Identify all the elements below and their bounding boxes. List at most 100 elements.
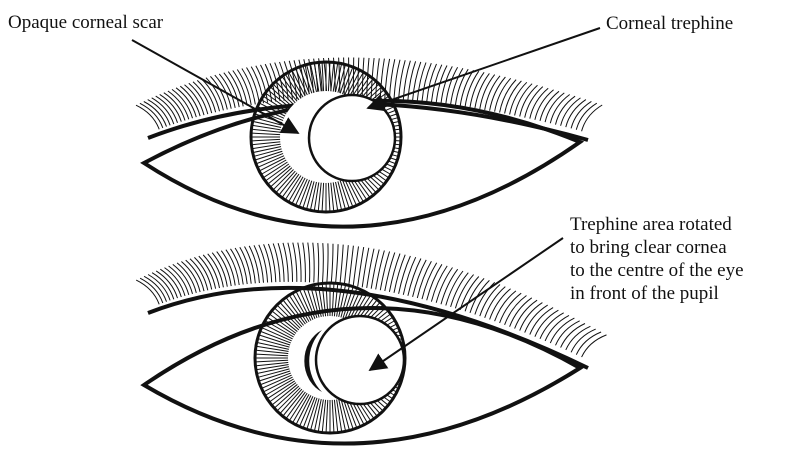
eyelash xyxy=(293,243,297,282)
iris-striation xyxy=(262,328,293,342)
eyelash xyxy=(303,243,306,283)
eyelash xyxy=(353,58,354,98)
eyelash xyxy=(278,243,284,282)
eyelash xyxy=(247,68,260,104)
eyelash xyxy=(490,77,506,111)
bottom-trephine-circle xyxy=(316,316,404,404)
eyelash xyxy=(136,280,159,304)
eyelash xyxy=(436,268,452,303)
eyelash xyxy=(385,253,395,292)
eyelash xyxy=(530,88,548,118)
eyelash xyxy=(212,253,227,287)
eyelash xyxy=(556,96,576,124)
eyelash xyxy=(240,247,251,283)
eyelash xyxy=(226,250,239,285)
eyelash xyxy=(431,266,447,302)
eyelash xyxy=(441,269,458,304)
eyelash xyxy=(582,105,603,131)
eyelash xyxy=(515,300,538,328)
eyelash xyxy=(530,308,553,335)
eyelash xyxy=(566,100,586,128)
eyelash xyxy=(331,244,333,284)
eyelash xyxy=(566,326,591,350)
eyelash xyxy=(140,278,163,303)
eyelash xyxy=(556,321,580,346)
eyelash xyxy=(525,305,548,333)
eyelash xyxy=(308,243,310,283)
iris-striation xyxy=(262,159,288,174)
eyelash xyxy=(561,324,585,348)
iris-striation xyxy=(322,181,324,211)
label-rotated-line-1: Trephine area rotated xyxy=(570,214,732,235)
eyelash xyxy=(231,249,244,285)
eyelash xyxy=(446,271,463,306)
label-rotated-line-2: to bring clear cornea xyxy=(570,237,727,258)
eyelash xyxy=(576,332,601,355)
eyelash xyxy=(550,318,574,343)
top-trephine-circle xyxy=(309,95,395,181)
eyelash xyxy=(318,243,319,283)
eyelash xyxy=(485,287,506,318)
eyelash xyxy=(540,313,564,339)
eyelash xyxy=(224,73,239,107)
eyelash xyxy=(235,248,247,284)
iris-striation xyxy=(326,398,328,432)
iris-striation xyxy=(332,398,334,432)
eyelash xyxy=(298,243,301,282)
eyelash xyxy=(500,80,516,113)
eyelash xyxy=(571,101,591,128)
eyelash xyxy=(520,303,543,331)
eyelash xyxy=(480,285,500,317)
eyelash xyxy=(152,273,174,300)
iris-striation xyxy=(262,374,293,388)
eyelash xyxy=(460,277,479,310)
iris-striation xyxy=(252,139,282,141)
eyelash xyxy=(520,85,538,116)
label-rotated-line-3: to the centre of the eye xyxy=(570,260,744,281)
iris-striation xyxy=(252,133,282,135)
eyelash xyxy=(221,251,235,286)
eyelash xyxy=(545,315,569,341)
top-eye xyxy=(136,58,602,227)
bottom-eye xyxy=(136,243,606,444)
eyelash xyxy=(561,98,581,126)
eyelash xyxy=(470,72,484,107)
eyelash xyxy=(535,90,554,120)
eyelash xyxy=(144,102,167,127)
label-rotated-line-4: in front of the pupil xyxy=(570,283,719,304)
eyelash xyxy=(515,84,533,116)
eyelash xyxy=(422,263,437,299)
eyelash xyxy=(500,293,522,323)
eyelash xyxy=(327,243,328,283)
eyelash xyxy=(148,100,170,126)
eyelash xyxy=(217,252,232,287)
eyelash xyxy=(427,264,442,300)
eyelash xyxy=(510,82,527,114)
iris-striation xyxy=(289,175,304,201)
eyelash xyxy=(480,75,495,109)
eyelash xyxy=(525,87,543,118)
eyelash xyxy=(313,243,314,283)
eyelash xyxy=(470,280,489,313)
eyelash xyxy=(148,275,170,301)
eyelash xyxy=(451,273,469,307)
eyelash xyxy=(475,73,490,108)
eyelash xyxy=(495,291,516,321)
eyelash xyxy=(510,298,532,327)
eyelash xyxy=(495,78,511,111)
eyelash xyxy=(455,275,473,309)
eyelash xyxy=(353,246,358,286)
eyelash xyxy=(490,289,511,320)
eyelash xyxy=(242,69,255,105)
iris-striation xyxy=(328,181,330,211)
iris-striation xyxy=(300,395,314,426)
eyelash xyxy=(582,335,607,357)
iris-striation xyxy=(256,354,290,356)
eyelash xyxy=(349,246,354,286)
eyelash xyxy=(323,243,324,283)
iris-striation xyxy=(256,360,290,362)
eyelash xyxy=(505,81,522,114)
eyelash xyxy=(535,310,559,337)
label-trephine-rotated: Trephine area rotated to bring clear cor… xyxy=(570,214,744,304)
